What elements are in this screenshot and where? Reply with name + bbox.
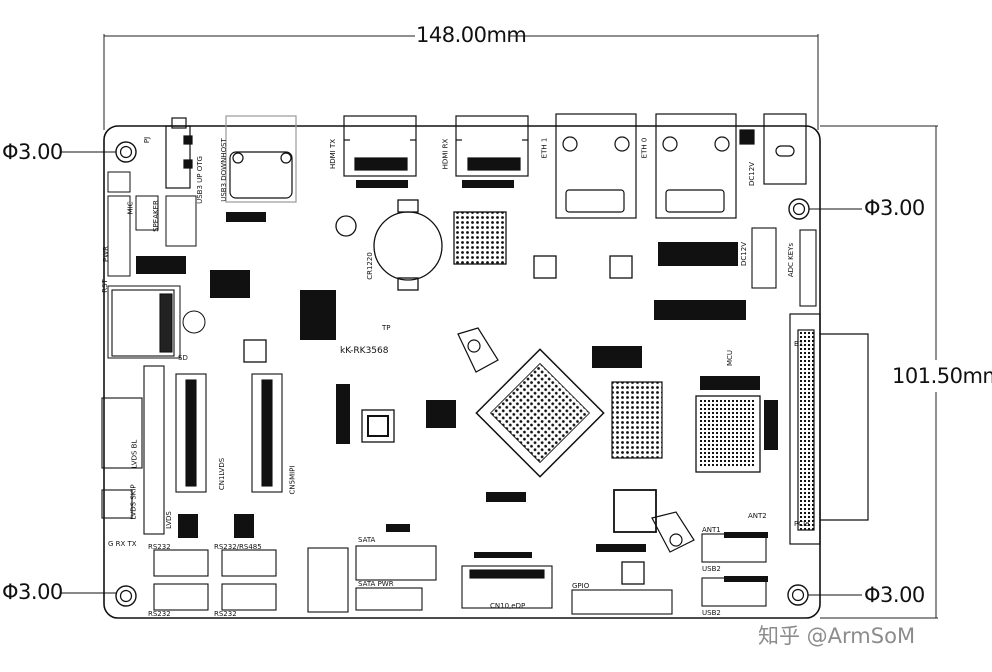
small-ic-chips <box>243 211 657 585</box>
pcie-label: PCIe <box>794 520 810 528</box>
sd-card-slot <box>111 289 175 357</box>
width-dimension-label: 148.00mm <box>416 23 527 47</box>
dram-chip <box>611 381 663 459</box>
audio-jack-connector <box>165 117 193 189</box>
hole-dimension-bottom-right: Φ3.00 <box>864 583 925 607</box>
cn5-mipi-connector <box>251 373 283 493</box>
usb3-down-host-label: USB3 DOWNHOST <box>219 138 228 202</box>
left-header-blocks <box>107 171 206 359</box>
hole-dimension-top-left: Φ3.00 <box>2 140 63 164</box>
sd-label: SD <box>178 354 188 362</box>
mounting-hole-top-right <box>788 198 862 220</box>
usb3-up-otg-label: USB3 UP OTG <box>195 156 204 204</box>
pcie-slot <box>789 313 869 545</box>
smd-components <box>136 180 778 582</box>
rs232-a-label: RS232 <box>148 543 171 551</box>
eth1-connector <box>555 113 637 219</box>
heatsink-tab <box>457 327 695 553</box>
mounting-hole-top-left <box>60 141 137 163</box>
eth0-label: ETH 0 <box>640 137 649 159</box>
height-dimension-label: 101.50mm <box>892 364 992 388</box>
b1-label: B1 <box>794 340 804 348</box>
cn1-lvds-label: CN1LVDS <box>218 457 227 491</box>
lvds-bl-label: LVDS BL <box>130 439 139 469</box>
hdmi-rx-label: HDMI RX <box>441 138 450 170</box>
mounting-hole-bottom-right <box>787 584 862 606</box>
tp-label: TP <box>382 324 391 332</box>
pwr-label: PWR <box>102 245 111 263</box>
adc-keys-label: ADC KEYs <box>787 242 796 278</box>
usb2-b-label: USB2 <box>702 609 721 617</box>
eth0-connector <box>655 113 737 219</box>
pcb-outline <box>103 125 821 619</box>
watermark-text: 知乎 @ArmSoM <box>758 624 916 648</box>
dc12v-top-label: DC12V <box>747 162 756 186</box>
mic-label: MIC <box>126 201 135 215</box>
rst-label: RST <box>100 279 109 293</box>
pj-label: PJ <box>143 136 152 144</box>
sata-label: SATA <box>358 536 376 544</box>
cr1220-battery-holder <box>335 199 443 291</box>
lvds-label: LVDS <box>164 511 173 529</box>
rs232-b-label: RS232 <box>148 610 171 618</box>
sata-connector <box>355 545 437 611</box>
hole-dimension-top-right: Φ3.00 <box>864 196 925 220</box>
hdmi-rx-connector <box>455 115 529 177</box>
cn10-edp-label: CN10,eDP <box>490 602 526 610</box>
sata-pwr-label: SATA PWR <box>358 580 394 588</box>
gpio-label: GPIO <box>572 582 590 590</box>
rk3568-soc <box>475 348 605 478</box>
hole-dimension-bottom-left: Φ3.00 <box>2 580 63 604</box>
usb3-connector <box>225 115 297 203</box>
hdmi-tx-connector <box>343 115 417 177</box>
emmc-chip <box>695 395 761 473</box>
board-name-label: kK-RK3568 <box>340 346 389 356</box>
eth1-label: ETH 1 <box>540 137 549 159</box>
cn10-edp-connector <box>461 565 553 609</box>
lvds-headers <box>101 365 165 535</box>
mcu-label: MCU <box>726 349 735 367</box>
rs232-c-label: RS232 <box>214 610 237 618</box>
ant1-label: ANT1 <box>702 526 721 534</box>
rs232-headers <box>153 547 349 613</box>
lvds-skip-label: LVDS SKIP <box>129 484 138 520</box>
ant2-label: ANT2 <box>748 512 767 520</box>
g-rx-tx-label: G RX TX <box>108 540 137 548</box>
gpio-header <box>571 589 673 615</box>
adc-keys-header <box>751 227 817 307</box>
speaker-label: SPEAKER <box>151 200 160 232</box>
dc-power-jack <box>739 113 807 185</box>
dc12v-mid-label: DC12V <box>739 242 748 266</box>
usb2-a-label: USB2 <box>702 565 721 573</box>
hdmi-tx-label: HDMI TX <box>329 138 338 170</box>
rs232-rs485-label: RS232/RS485 <box>214 543 262 551</box>
cr1220-label: CR1220 <box>365 252 374 280</box>
cn5-mipi-label: CN5MIPI <box>288 465 297 495</box>
mounting-hole-bottom-left <box>60 585 137 607</box>
cn1-lvds-connector <box>175 373 207 493</box>
